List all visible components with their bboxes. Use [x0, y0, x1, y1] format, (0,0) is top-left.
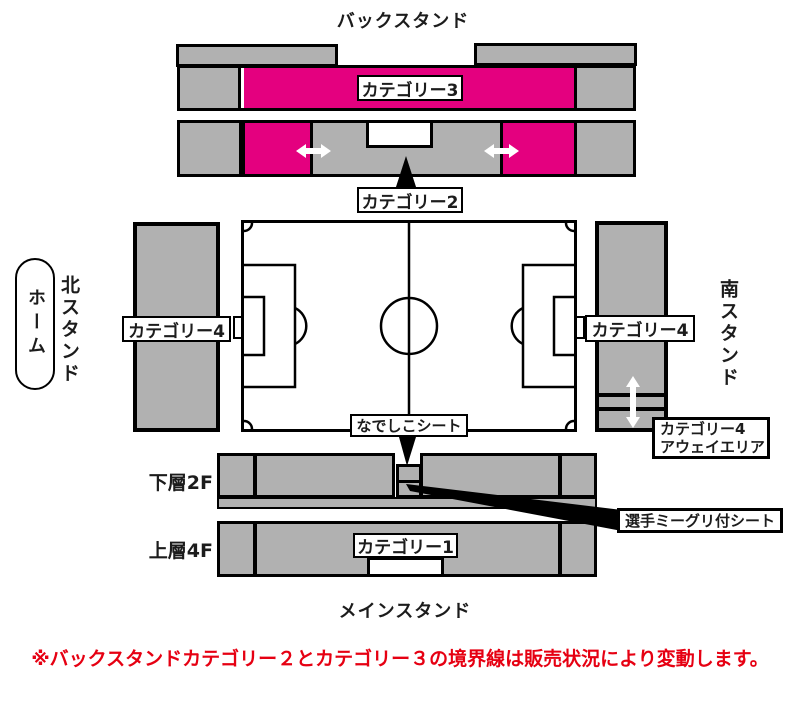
nadeshiko-seat-label: なでしこシート — [350, 414, 468, 437]
lower-tier-left-block — [217, 453, 395, 498]
category1-label: カテゴリー1 — [353, 533, 458, 558]
pitch — [241, 220, 577, 432]
away-boundary-arrow-icon — [626, 376, 640, 428]
category4-away-line1: カテゴリー4 — [660, 420, 746, 438]
back-stand-category2-row — [177, 120, 636, 177]
category2-row-notch — [366, 123, 433, 148]
north-stand-label: 北スタンド — [58, 275, 80, 385]
back-stand-title: バックスタンド — [336, 11, 470, 32]
upper-tier-label: 上層4F — [148, 540, 213, 562]
main-stand-title: メインスタンド — [338, 601, 472, 622]
category3-row-gray-right — [577, 68, 633, 108]
category4-north-label: カテゴリー4 — [122, 316, 231, 342]
lower-tier-right-divider — [558, 456, 562, 495]
home-label: ホーム — [25, 288, 46, 360]
home-badge: ホーム — [15, 258, 55, 390]
category4-south-label: カテゴリー4 — [585, 315, 695, 342]
upper-tier-right-divider — [558, 524, 562, 574]
category2-label: カテゴリー2 — [357, 187, 463, 213]
category4-away-label: カテゴリー4 アウェイエリア — [652, 417, 770, 459]
back-stand-upper-right-block — [474, 43, 637, 66]
back-stand-upper-left-block — [176, 44, 338, 67]
category3-label: カテゴリー3 — [357, 75, 463, 101]
lower-tier-right-block — [420, 453, 597, 498]
boundary-note: ※バックスタンドカテゴリー２とカテゴリー３の境界線は販売状況により変動します。 — [31, 648, 769, 670]
upper-tier-notch — [367, 557, 444, 574]
meet-greet-seat-cell — [396, 464, 422, 498]
lower-tier-label: 下層2F — [148, 472, 213, 494]
meet-greet-seat-label: 選手ミーグリ付シート — [617, 508, 783, 533]
category4-away-line2: アウェイエリア — [660, 438, 765, 456]
meet-greet-cell-divider — [399, 480, 419, 483]
lower-tier-front-strip — [217, 497, 597, 509]
boundary-arrow-left-icon — [296, 144, 331, 158]
boundary-arrow-right-icon — [484, 144, 519, 158]
category2-row-gray-left — [180, 123, 242, 174]
lower-tier-left-divider — [253, 456, 257, 495]
nadeshiko-pointer-icon — [399, 437, 416, 466]
goal-south-icon — [575, 316, 585, 339]
back-stand-category3-row — [177, 65, 636, 111]
south-stand-label: 南スタンド — [717, 279, 739, 389]
pitch-markings-icon — [244, 223, 574, 429]
goal-north-icon — [233, 316, 243, 339]
upper-tier-left-divider — [253, 524, 257, 574]
category3-row-gray-left — [180, 68, 241, 108]
